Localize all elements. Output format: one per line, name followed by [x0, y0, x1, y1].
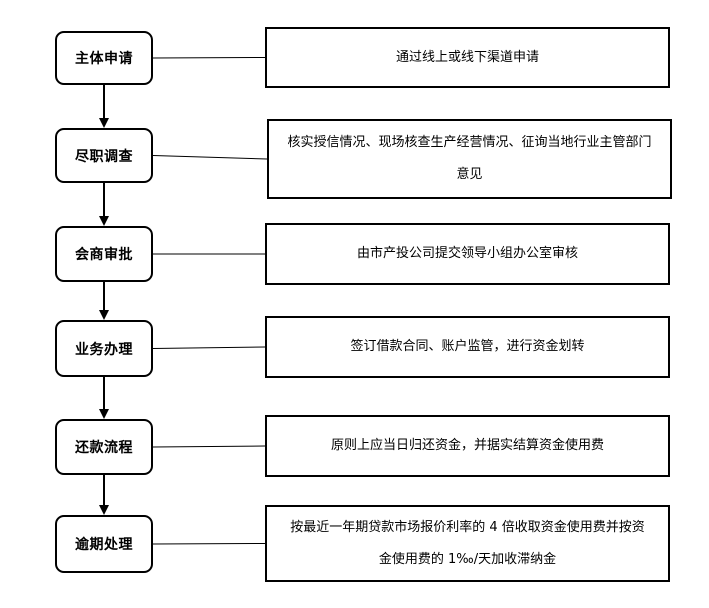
step-label-5: 还款流程 — [75, 440, 133, 456]
description-text-5: 原则上应当日归还资金，并据实结算资金使用费 — [330, 438, 604, 453]
description-text-2: 核实授信情况、现场核查生产经营情况、征询当地行业主管部门意见 — [287, 135, 652, 182]
step-label-3: 会商审批 — [75, 247, 133, 263]
description-box-3: 由市产投公司提交领导小组办公室审核 — [265, 223, 670, 285]
step-box-6: 逾期处理 — [55, 515, 153, 573]
description-box-1: 通过线上或线下渠道申请 — [265, 27, 670, 88]
connector-line-6 — [152, 543, 266, 545]
description-text-6: 按最近一年期贷款市场报价利率的 4 倍收取资金使用费并按资金使用费的 1‰/天加… — [290, 519, 645, 567]
step-label-4: 业务办理 — [75, 341, 133, 358]
description-box-2: 核实授信情况、现场核查生产经营情况、征询当地行业主管部门意见 — [267, 119, 672, 199]
connector-line-1 — [152, 57, 266, 59]
connector-line-2 — [152, 155, 268, 160]
description-text-3: 由市产投公司提交领导小组办公室审核 — [356, 246, 578, 261]
description-text-4: 签订借款合同、账户监管，进行资金划转 — [350, 339, 585, 354]
connector-line-4 — [152, 346, 266, 349]
step-label-2: 尽职调查 — [75, 148, 133, 165]
description-box-5: 原则上应当日归还资金，并据实结算资金使用费 — [265, 415, 670, 477]
step-box-2: 尽职调查 — [55, 128, 153, 183]
step-label-1: 主体申请 — [75, 51, 133, 67]
description-box-4: 签订借款合同、账户监管，进行资金划转 — [265, 316, 670, 378]
step-box-3: 会商审批 — [55, 226, 153, 282]
step-box-4: 业务办理 — [55, 320, 153, 377]
connector-line-5 — [152, 445, 266, 448]
description-text-1: 通过线上或线下渠道申请 — [395, 49, 539, 65]
step-box-5: 还款流程 — [55, 419, 153, 475]
step-box-1: 主体申请 — [55, 31, 153, 85]
description-box-6: 按最近一年期贷款市场报价利率的 4 倍收取资金使用费并按资金使用费的 1‰/天加… — [265, 505, 670, 582]
step-label-6: 逾期处理 — [75, 537, 133, 553]
